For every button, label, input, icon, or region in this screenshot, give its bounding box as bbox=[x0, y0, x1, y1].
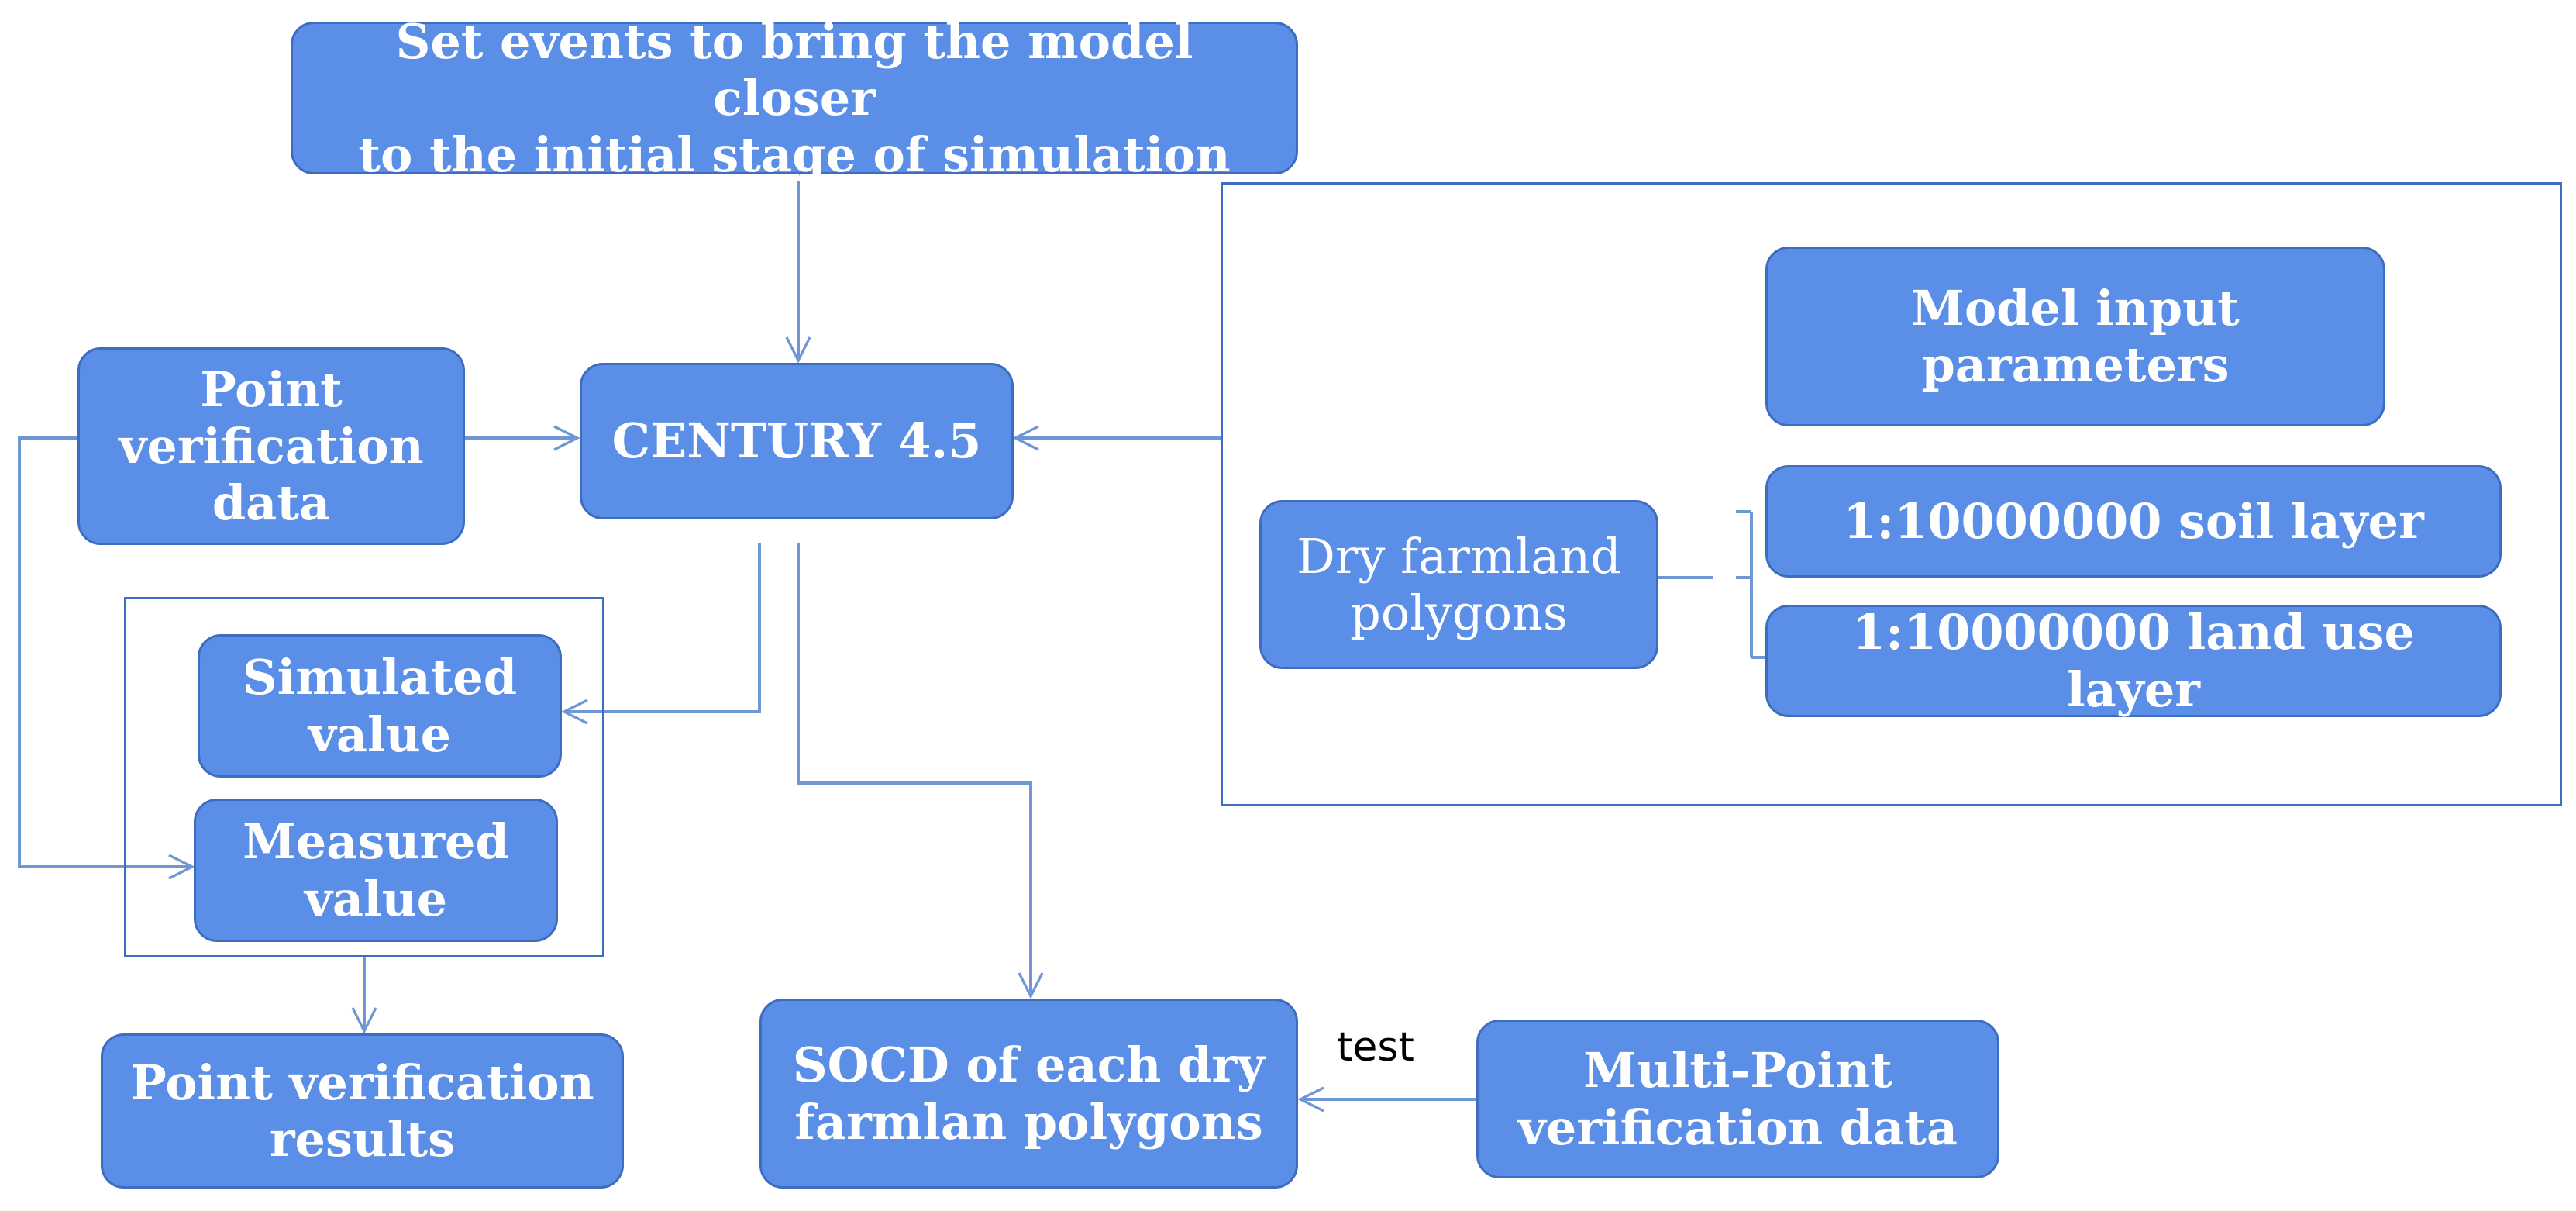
point-verification-data-box: Point verification data bbox=[77, 347, 465, 545]
comparison-frame bbox=[124, 597, 604, 957]
simulated-value-label: Simulated value bbox=[242, 649, 518, 763]
model-input-parameters-label: Model input parameters bbox=[1911, 279, 2240, 393]
point-verification-results-box: Point verification results bbox=[101, 1033, 624, 1189]
brace-connector bbox=[1657, 510, 1768, 659]
dry-farmland-polygons-box: Dry farmland polygons bbox=[1259, 500, 1658, 669]
measured-value-box: Measured value bbox=[194, 799, 558, 942]
dry-farmland-polygons-label: Dry farmland polygons bbox=[1297, 527, 1621, 641]
input-data-frame bbox=[1221, 182, 2562, 806]
socd-label: SOCD of each dry farmlan polygons bbox=[792, 1037, 1266, 1151]
set-events-box: Set events to bring the model closer to … bbox=[291, 13, 1298, 183]
arrow-century-to-simulated bbox=[564, 543, 761, 712]
test-edge-label: test bbox=[1337, 1024, 1414, 1071]
arrow-century-to-socd bbox=[797, 543, 1031, 996]
point-verification-data-label: Point verification data bbox=[119, 361, 424, 532]
point-verification-results-label: Point verification results bbox=[130, 1054, 594, 1168]
measured-value-label: Measured value bbox=[243, 813, 509, 927]
simulated-value-box: Simulated value bbox=[198, 634, 562, 778]
land-use-layer-label: 1:10000000 land use layer bbox=[1852, 604, 2415, 718]
multi-point-verification-data-label: Multi-Point verification data bbox=[1517, 1042, 1958, 1156]
land-use-layer-box: 1:10000000 land use layer bbox=[1765, 604, 2502, 718]
arrow-point-data-to-measured bbox=[18, 436, 192, 867]
socd-box: SOCD of each dry farmlan polygons bbox=[759, 999, 1298, 1189]
set-events-label: Set events to bring the model closer to … bbox=[358, 12, 1231, 184]
soil-layer-label: 1:10000000 soil layer bbox=[1843, 492, 2424, 550]
model-input-parameters-box: Model input parameters bbox=[1765, 247, 2385, 426]
soil-layer-box: 1:10000000 soil layer bbox=[1765, 465, 2502, 578]
multi-point-verification-data-box: Multi-Point verification data bbox=[1476, 1020, 1999, 1178]
century-model-label: CENTURY 4.5 bbox=[611, 412, 982, 470]
century-model-box: CENTURY 4.5 bbox=[580, 363, 1014, 519]
